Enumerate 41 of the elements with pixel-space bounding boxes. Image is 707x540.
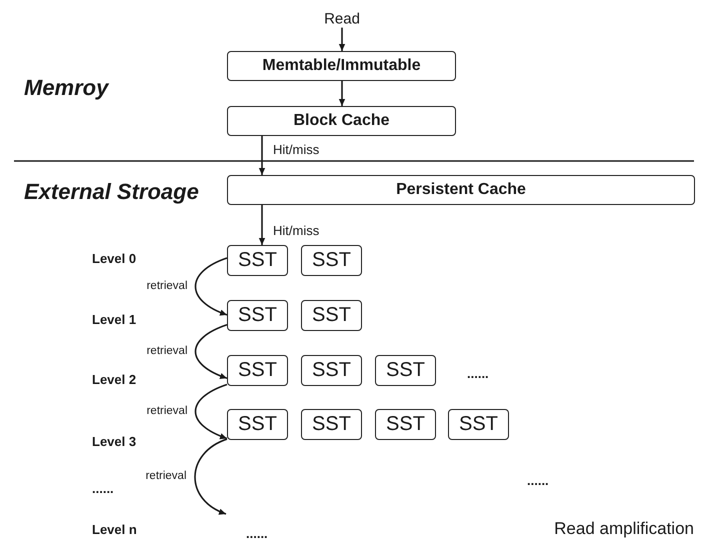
- arrow: [258, 136, 266, 175]
- section-heading: Memroy: [24, 75, 108, 101]
- level-label: Level n: [92, 522, 137, 538]
- sst-box: SST: [227, 245, 288, 276]
- arrow: [194, 324, 228, 379]
- note-text: Read amplification: [554, 519, 694, 539]
- edge-label: retrieval: [146, 470, 186, 484]
- sst-box: SST: [301, 355, 362, 386]
- ellipsis-text: ......: [527, 474, 549, 488]
- arrow: [258, 205, 266, 245]
- edge-label: retrieval: [146, 280, 188, 294]
- arrow: [338, 28, 346, 51]
- sst-box: SST: [301, 409, 362, 440]
- edge-label: retrieval: [146, 404, 188, 418]
- ellipsis-text: ......: [467, 366, 489, 382]
- level-label: Level 0: [92, 252, 136, 266]
- level-label: Level 3: [92, 434, 136, 450]
- arrow: [194, 384, 228, 440]
- sst-box: SST: [448, 409, 509, 440]
- process-box: Block Cache: [227, 106, 456, 136]
- sst-box: SST: [375, 355, 436, 386]
- ellipsis-text: ......: [246, 526, 268, 540]
- level-label: Level 2: [92, 372, 136, 388]
- arrow: [338, 81, 346, 106]
- section-heading: External Stroage: [24, 179, 199, 205]
- edge-label: retrieval: [146, 344, 188, 358]
- arrow: [194, 438, 228, 515]
- sst-box: SST: [375, 409, 436, 440]
- sst-box: SST: [301, 245, 362, 276]
- sst-box: SST: [227, 355, 288, 386]
- level-label: Level 1: [92, 312, 136, 328]
- sst-box: SST: [227, 409, 288, 440]
- node-label: Read: [324, 10, 360, 28]
- sst-box: SST: [227, 300, 288, 331]
- process-box: Memtable/Immutable: [227, 51, 456, 81]
- ellipsis-text: ......: [92, 482, 114, 496]
- edge-label: Hit/miss: [273, 224, 320, 238]
- edge-label: Hit/miss: [273, 143, 320, 158]
- process-box: Persistent Cache: [227, 175, 695, 205]
- arrow: [194, 257, 228, 316]
- sst-box: SST: [301, 300, 362, 331]
